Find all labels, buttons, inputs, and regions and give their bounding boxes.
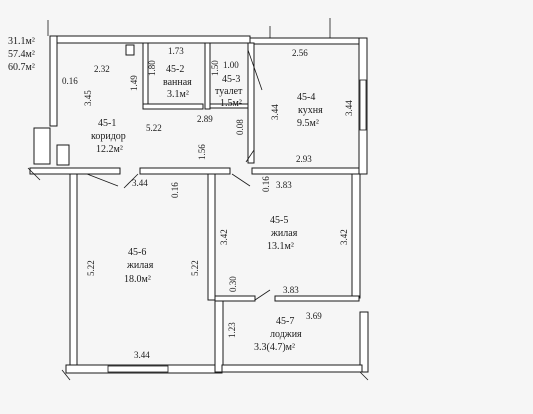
wall-mid-right xyxy=(251,167,360,175)
wc-diagonal xyxy=(247,49,263,91)
dim-1-23: 1.23 xyxy=(227,322,237,338)
dim-5-22-left: 5.22 xyxy=(86,260,96,276)
room-45-2-area: 3.1м² xyxy=(167,89,189,100)
wall-loggia-bottom xyxy=(221,364,363,373)
door-r5-arc xyxy=(231,173,251,187)
wall-left-niche xyxy=(33,127,51,165)
dim-2-93: 2.93 xyxy=(296,154,312,164)
room-45-1-area: 12.2м² xyxy=(96,144,123,155)
dim-3-83-top: 3.83 xyxy=(276,180,292,190)
room-45-3-name: туалет xyxy=(215,86,243,97)
room-45-1-name: коридор xyxy=(91,131,126,142)
room-45-1-id: 45-1 xyxy=(98,118,116,129)
wall-left-lower xyxy=(69,173,78,371)
total-gross: 60.7м² xyxy=(8,62,35,73)
dim-5-22-corr: 5.22 xyxy=(146,123,162,133)
dim-0-16-top: 0.16 xyxy=(62,76,78,86)
stair-mark-left-2 xyxy=(61,369,71,381)
wall-left-niche-inner xyxy=(56,144,70,166)
total-living: 31.1м² xyxy=(8,36,35,47)
room-45-7-area: 3.3(4.7)м² xyxy=(254,342,295,353)
openings xyxy=(27,18,369,381)
total-area: 57.4м² xyxy=(8,49,35,60)
wall-right-lower xyxy=(351,173,361,299)
door-r6-arc xyxy=(86,173,119,187)
dim-3-44-kitchen-right: 3.44 xyxy=(344,100,354,116)
dim-0-08: 0.08 xyxy=(235,119,245,135)
dim-5-22-right: 5.22 xyxy=(190,260,200,276)
walls xyxy=(29,35,369,374)
wall-bath-bottom xyxy=(142,103,204,110)
room-45-2-name: ванная xyxy=(163,77,192,88)
dim-2-32: 2.32 xyxy=(94,64,110,74)
wall-r6-loggia xyxy=(214,295,224,373)
dim-1-50: 1.50 xyxy=(210,60,220,76)
dim-3-83-bottom: 3.83 xyxy=(283,285,299,295)
wall-bottom-r5 xyxy=(214,295,256,302)
stair-mark-right xyxy=(359,371,369,381)
dim-0-16-mid-b: 0.16 xyxy=(261,176,271,192)
dim-1-80: 1.80 xyxy=(147,60,157,76)
dim-3-44-kitchen-left: 3.44 xyxy=(270,104,280,120)
room-45-7-name: лоджия xyxy=(270,329,302,340)
window-kitchen-right xyxy=(359,79,367,131)
dim-3-69: 3.69 xyxy=(306,311,322,321)
wall-loggia-right xyxy=(359,311,369,373)
room-45-3-id: 45-3 xyxy=(222,74,240,85)
dim-2-89: 2.89 xyxy=(197,114,213,124)
wall-mid-center xyxy=(139,167,231,175)
dim-3-44-bottom: 3.44 xyxy=(134,350,150,360)
wall-right xyxy=(358,37,368,175)
door-loggia xyxy=(254,289,271,301)
wall-kitchen-left xyxy=(247,42,255,164)
shaft xyxy=(125,44,135,56)
room-45-4-id: 45-4 xyxy=(297,92,315,103)
room-45-4-name: кухня xyxy=(298,105,323,116)
wall-left-upper xyxy=(49,35,58,127)
dim-3-44-r6-top: 3.44 xyxy=(132,178,148,188)
room-45-3-area: 1.5м² xyxy=(220,98,242,109)
dim-1-73: 1.73 xyxy=(168,46,184,56)
dim-3-45: 3.45 xyxy=(83,90,93,106)
room-45-6-area: 18.0м² xyxy=(124,274,151,285)
wall-bottom-r5-right xyxy=(274,295,360,302)
dim-3-42-right: 3.42 xyxy=(339,229,349,245)
stair-mark-left xyxy=(27,167,41,181)
wall-top-left xyxy=(49,35,251,44)
dim-1-49: 1.49 xyxy=(129,75,139,91)
room-45-5-id: 45-5 xyxy=(270,215,288,226)
door-kitchen xyxy=(245,149,255,163)
door-corr-r5 xyxy=(123,173,139,189)
room-45-5-area: 13.1м² xyxy=(267,241,294,252)
room-45-2-id: 45-2 xyxy=(166,64,184,75)
dim-1-00: 1.00 xyxy=(223,60,239,70)
room-45-4-area: 9.5м² xyxy=(297,118,319,129)
room-45-6-id: 45-6 xyxy=(128,247,146,258)
dim-0-16-mid-a: 0.16 xyxy=(170,182,180,198)
dim-2-56: 2.56 xyxy=(292,48,308,58)
room-45-5-name: жилая xyxy=(270,228,298,239)
wall-wc-bottom xyxy=(209,103,249,109)
wall-top-right xyxy=(249,37,367,45)
room-45-6-name: жилая xyxy=(126,260,154,271)
wall-r6-r5 xyxy=(207,173,216,301)
window-r6-bottom xyxy=(107,365,169,373)
wall-mid-left xyxy=(29,167,121,175)
dim-3-42-left: 3.42 xyxy=(219,229,229,245)
room-45-7-id: 45-7 xyxy=(276,316,294,327)
wall-bath-wc xyxy=(204,42,211,110)
dim-0-30: 0.30 xyxy=(228,276,238,292)
dim-1-56: 1.56 xyxy=(197,144,207,160)
